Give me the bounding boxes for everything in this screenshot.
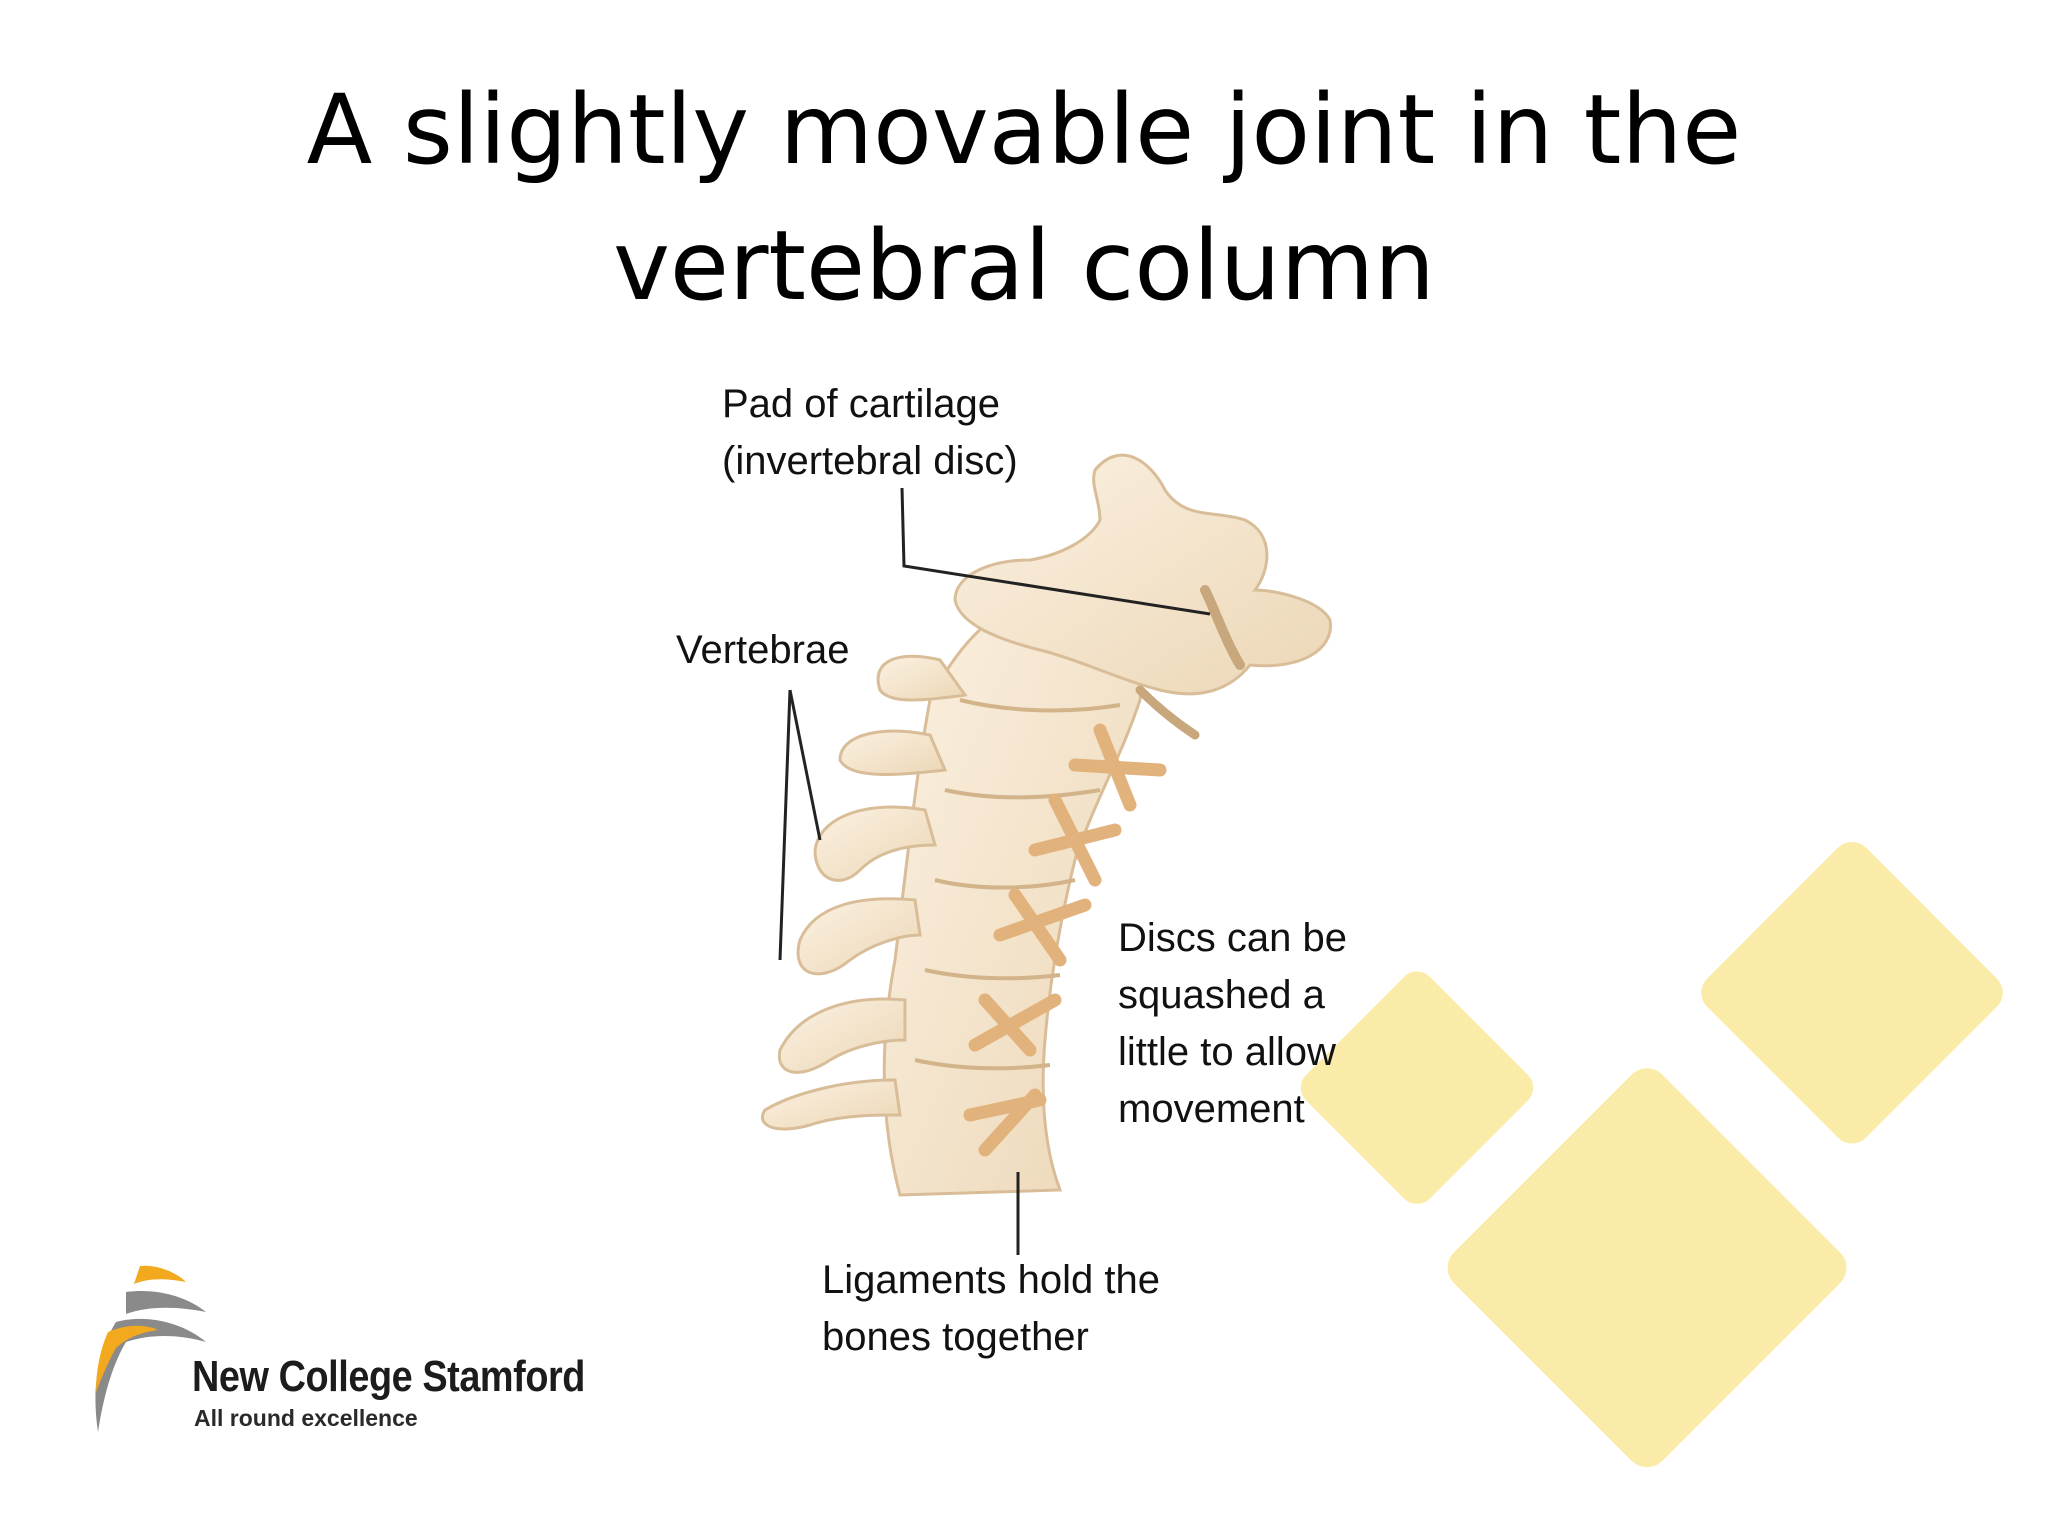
vertebra-process-3 <box>813 805 937 882</box>
leader-vertebrae <box>778 689 792 961</box>
leader-cartilage <box>900 487 1211 616</box>
logo-name: New College Stamford <box>192 1352 585 1401</box>
vertebra-process-2 <box>838 729 948 776</box>
diamond-top-right <box>1701 841 2003 1144</box>
vertebra-process-1 <box>876 654 968 702</box>
vertebra-top <box>953 453 1332 696</box>
diamond-large <box>1447 1068 1847 1468</box>
college-logo: New College Stamford All round excellenc… <box>86 1262 686 1442</box>
slide-title: A slightly movable joint in the vertebra… <box>0 62 2048 334</box>
logo-tagline: All round excellence <box>194 1405 418 1431</box>
cartilage-pad <box>1200 585 1245 670</box>
label-ligaments: Ligaments hold the bones together <box>822 1258 1161 1359</box>
cartilage-pad-2 <box>1135 685 1200 740</box>
slide-title-line-2: vertebral column <box>613 210 1435 322</box>
diamond-small <box>1300 971 1534 1204</box>
logo-swoosh-icon <box>95 1265 206 1432</box>
leader-lines <box>778 487 1211 1255</box>
label-pad-of-cartilage: Pad of cartilage (invertebral disc) <box>722 382 1018 483</box>
label-discs-can-be-squashed: Discs can be squashed a little to allow … <box>1118 916 1347 1131</box>
vertebra-process-6 <box>761 1078 902 1131</box>
label-vertebrae: Vertebrae <box>676 628 850 672</box>
leader-vertebrae-2 <box>788 689 822 841</box>
vertebra-process-5 <box>777 997 907 1074</box>
vertebra-process-4 <box>796 897 922 976</box>
slide-title-line-1: A slightly movable joint in the <box>306 74 1742 186</box>
ligaments <box>963 723 1167 1157</box>
vertebra-joint-lines <box>914 698 1121 1071</box>
